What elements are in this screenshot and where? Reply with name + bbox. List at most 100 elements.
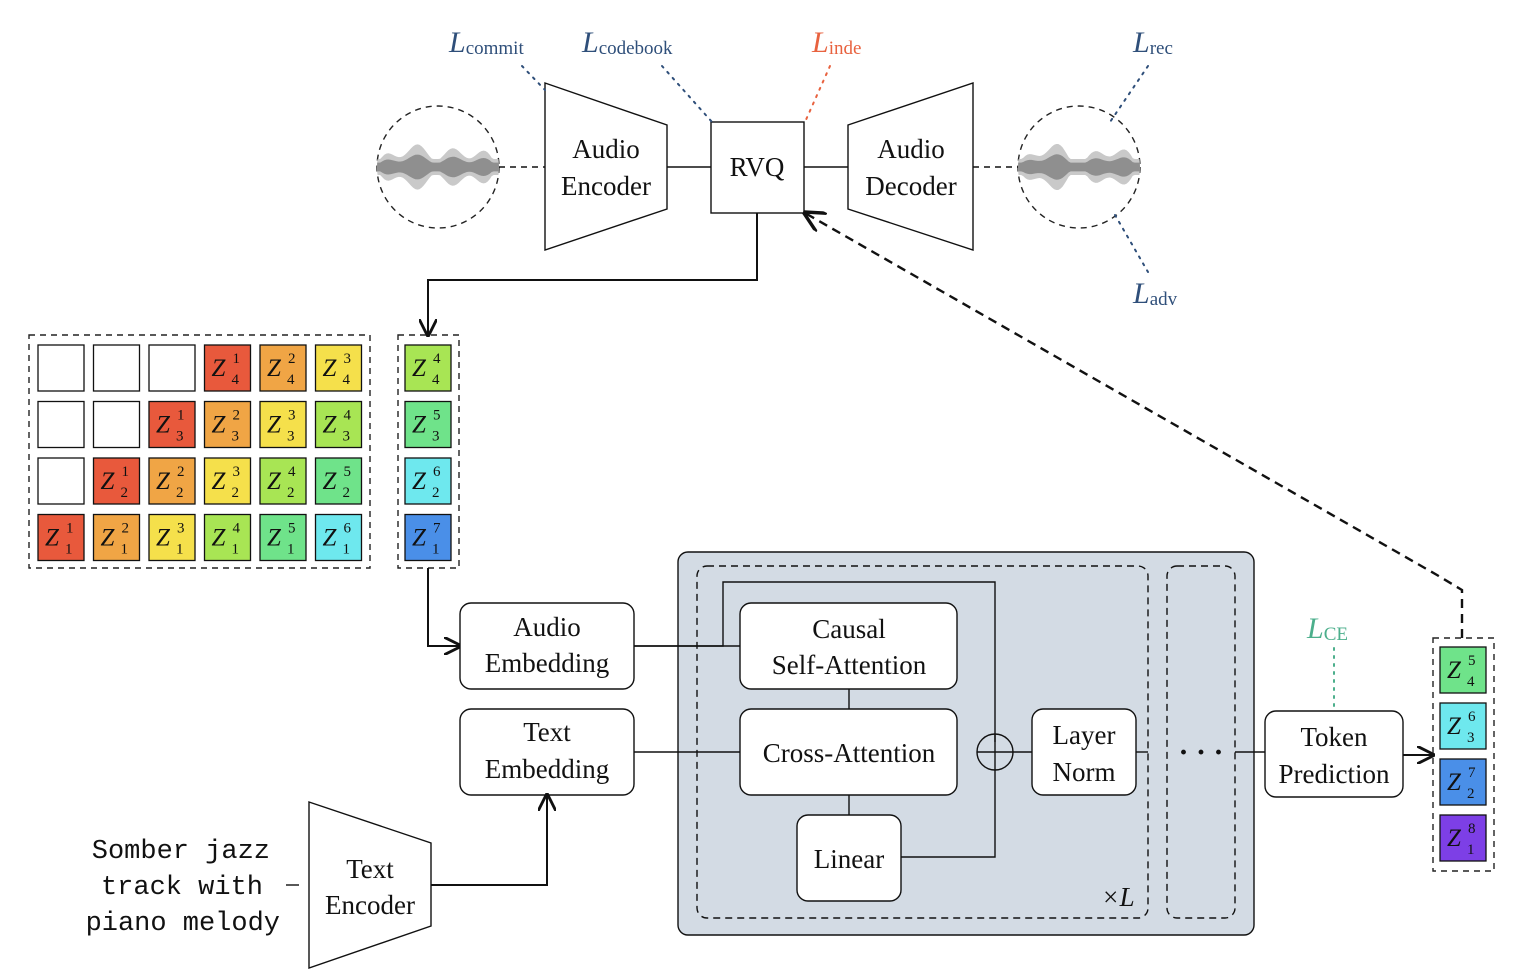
audio-embedding-box: Audio Embedding [459,602,635,690]
token-symbol: Z [101,468,116,495]
token-superscript: 6 [344,521,352,537]
svg-text:Audio: Audio [572,134,640,164]
token-superscript: 2 [233,408,241,424]
linear-to-sum-line [901,770,996,858]
token-subscript: 3 [232,429,240,445]
token-superscript: 4 [233,521,241,537]
svg-text:Linear: Linear [814,844,884,874]
svg-text:Lrec: Lrec [1132,26,1173,59]
token-symbol: Z [1447,769,1462,796]
svg-text:Causal: Causal [812,614,886,644]
svg-text:Cross-Attention: Cross-Attention [763,738,936,768]
token-subscript: 4 [343,372,351,388]
token-symbol: Z [156,412,171,439]
svg-text:Linde: Linde [811,26,861,59]
token-symbol: Z [412,525,427,552]
svg-text:Audio: Audio [877,134,945,164]
token-subscript: 3 [1467,730,1475,746]
audio-encoder: Audio Encoder [544,82,668,251]
token-superscript: 7 [433,521,441,537]
token-symbol: Z [323,412,338,439]
commit-loss-label: Lcommit [448,26,524,59]
token-subscript: 2 [287,485,295,501]
token-superscript: 2 [122,521,130,537]
svg-text:Embedding: Embedding [485,648,609,678]
token-subscript: 1 [287,542,295,558]
token-symbol: Z [212,525,227,552]
empty-token-cell [37,457,85,505]
audio-decoder: Audio Decoder [847,82,974,251]
svg-text:Encoder: Encoder [561,171,651,201]
svg-text:LCE: LCE [1306,612,1348,645]
token-subscript: 4 [432,372,440,388]
layer-norm-box: Layer Norm [1031,708,1137,796]
linear-box: Linear [796,814,902,902]
token-symbol: Z [101,525,116,552]
token-symbol: Z [1447,713,1462,740]
token-subscript: 1 [176,542,184,558]
output-waveform [1017,105,1141,229]
repeat-label: ×L [1101,882,1134,912]
svg-text:Lcommit: Lcommit [448,26,524,59]
token-superscript: 3 [344,351,352,367]
token-subscript: 3 [176,429,184,445]
token-subscript: 4 [1467,674,1475,690]
waveform-core [377,154,499,180]
svg-text:Ladv: Ladv [1132,277,1178,310]
svg-text:Encoder: Encoder [325,890,415,920]
token-symbol: Z [323,525,338,552]
token-subscript: 1 [121,542,129,558]
cross-attention-box: Cross-Attention [739,708,958,796]
token-symbol: Z [1447,825,1462,852]
token-symbol: Z [156,468,171,495]
token-superscript: 8 [1468,821,1476,837]
token-symbol: Z [267,355,282,382]
token-symbol: Z [212,412,227,439]
commit-loss-leader [521,65,546,91]
svg-text:Prediction: Prediction [1279,759,1390,789]
svg-text:Audio: Audio [513,612,581,642]
text-prompt: Somber jazz track with piano melody [86,837,280,939]
token-superscript: 7 [1468,765,1476,781]
text-encoder-to-embedding-arrow [431,795,547,886]
token-history-frame [28,334,371,569]
token-superscript: 6 [1468,709,1476,725]
token-symbol: Z [212,355,227,382]
svg-text:Norm: Norm [1053,757,1116,787]
token-superscript: 3 [177,521,185,537]
rvq-box: RVQ [710,121,805,214]
self-attention-box: Causal Self-Attention [739,602,958,690]
token-subscript: 2 [1467,786,1475,802]
svg-text:piano melody: piano melody [86,909,280,939]
token-superscript: 3 [288,408,296,424]
token-symbol: Z [267,468,282,495]
token-subscript: 1 [1467,842,1475,858]
token-subscript: 2 [176,485,184,501]
text-encoder: Text Encoder [308,801,432,969]
svg-text:Lcodebook: Lcodebook [581,26,673,59]
empty-token-cell [37,400,85,449]
residual-sum-node [976,733,1014,771]
token-subscript: 4 [232,372,240,388]
svg-text:Somber jazz: Somber jazz [92,837,270,867]
token-symbol: Z [267,525,282,552]
input-waveform [376,105,500,229]
token-subscript: 3 [287,429,295,445]
adv-loss-label: Ladv [1132,277,1178,310]
token-symbol: Z [323,355,338,382]
token-subscript: 3 [432,429,440,445]
adv-loss-leader [1114,214,1149,273]
token-subscript: 3 [343,429,351,445]
